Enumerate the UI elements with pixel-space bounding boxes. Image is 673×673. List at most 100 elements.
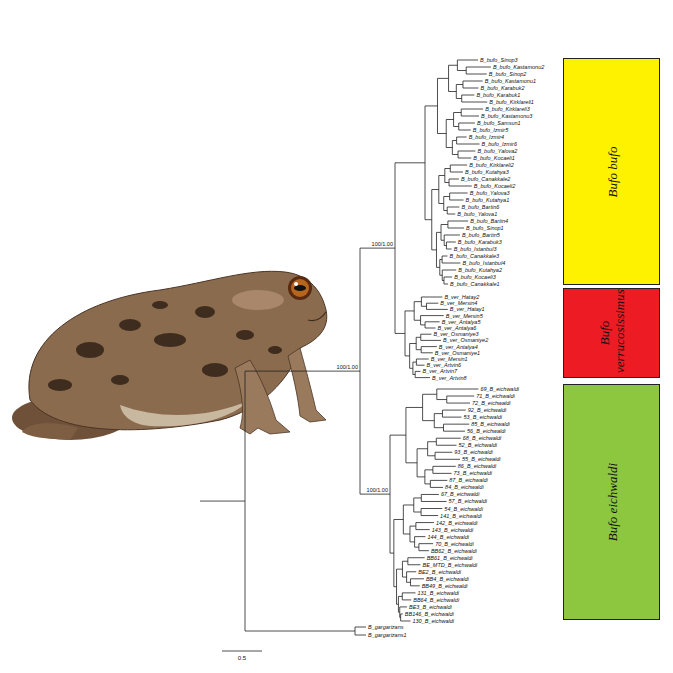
tip-label: B_bufo_Yalova2: [477, 148, 517, 154]
tree-branch: [421, 494, 439, 495]
tip-label: BB49_B_eichwaldi: [422, 583, 468, 589]
toad-part: [236, 330, 254, 340]
tree-branch: [430, 487, 443, 488]
tree-branch: [425, 483, 430, 484]
tree-branch: [433, 466, 456, 467]
tree-branch: [400, 606, 407, 607]
tip-label: B_bufo_Kastamonu3: [481, 113, 532, 119]
tree-branch: [421, 352, 433, 353]
tip-label: B_bufo_Bartin5: [462, 232, 500, 238]
tip-label: B_bufo_Kutahya3: [465, 169, 509, 175]
tip-label: B_ver_Hatay2: [444, 294, 479, 300]
tree-branch: [452, 154, 458, 155]
tree-branch: [414, 320, 420, 321]
tip-label: 84_B_eichwaldi: [445, 484, 484, 490]
tree-branch: [442, 410, 465, 411]
tip-label: B_bufo_Kirklareli1: [489, 99, 534, 105]
tree-branch: [410, 526, 416, 527]
tip-label: 131_B_eichwaldi: [417, 590, 459, 596]
tree-branch: [449, 65, 458, 66]
tip-label: B_bufo_Bartin4: [470, 218, 508, 224]
tip-label: B_bufo_Sinop2: [489, 71, 527, 77]
tree-branch: [398, 596, 402, 597]
tree-branch: [245, 631, 355, 632]
toad-part: [288, 348, 326, 422]
tree-branch: [408, 557, 425, 558]
tree-branch: [407, 582, 411, 583]
tree-branch: [432, 189, 439, 190]
tip-label: B_ver_Artvin6: [427, 362, 462, 368]
tree-branch: [421, 501, 446, 502]
tree-branch: [421, 306, 426, 307]
toad-part: [119, 319, 141, 331]
tree-branch: [405, 355, 410, 356]
tip-label: BB62_B_eichwaldi: [431, 548, 477, 554]
tip-label: B_bufo_Karabuk1: [476, 92, 520, 98]
tree-branch: [450, 165, 467, 166]
tree-branch: [428, 455, 435, 456]
tree-branch: [458, 158, 471, 159]
tree-branch: [403, 533, 410, 534]
tip-label: B_bufo_Istanbul4: [462, 260, 505, 266]
tree-branch: [459, 123, 475, 124]
tip-label: 55_B_eichwaldi: [462, 456, 501, 462]
tip-label: BE2_B_eichwaldi: [418, 569, 461, 575]
tree-branch: [402, 561, 407, 562]
tip-label: 52_B_eichwaldi: [459, 442, 498, 448]
tree-branch: [425, 469, 433, 470]
tree-branch: [444, 235, 460, 236]
tree-branch: [463, 81, 483, 82]
tip-label: BE3_B_eichwaldi: [409, 604, 452, 610]
tree-branch: [437, 133, 446, 134]
tree-branch: [414, 497, 422, 498]
toad-part: [288, 276, 312, 300]
tree-branch: [395, 162, 425, 163]
tree-branch: [410, 541, 415, 542]
tree-branch: [416, 337, 421, 338]
toad-part: [154, 333, 186, 347]
support-value: 100/1.00: [367, 487, 388, 493]
tree-branch: [402, 599, 411, 600]
clade-name: Bufo bufo: [604, 63, 619, 280]
tree-branch: [447, 214, 455, 215]
tree-branch: [458, 151, 475, 152]
tip-label: 141_B_eichwaldi: [440, 513, 482, 519]
clade-band: Bufo bufo: [563, 58, 660, 285]
tip-label: 144_B_eichwaldi: [427, 534, 469, 540]
tip-label: B_bufo_Sinop3: [480, 57, 518, 63]
tip-label: B_bufo_Kutahya2: [458, 267, 502, 273]
tree-branch: [463, 88, 479, 89]
tree-branch: [411, 578, 424, 579]
tree-branch: [421, 324, 425, 325]
tree-branch: [397, 569, 403, 570]
tree-branch: [457, 144, 480, 145]
tip-label: B_ver_Hatay1: [450, 306, 485, 312]
tree-branch: [430, 480, 447, 481]
tree-branch: [395, 333, 405, 334]
tree-branch: [415, 377, 430, 378]
tree-branch: [416, 522, 434, 523]
clade-name: Bufo verrucosissimus: [597, 293, 627, 373]
tip-label: B_bufo_Karabuk2: [481, 85, 525, 91]
tree-branch: [436, 267, 439, 268]
tip-label: 73_B_eichwaldi: [454, 470, 493, 476]
toad-part: [232, 290, 284, 310]
tip-label: 142_B_eichwaldi: [436, 520, 478, 526]
tip-label: B_bufo_Izmir4: [469, 134, 504, 140]
tree-branch: [413, 362, 417, 363]
tree-branch: [425, 219, 432, 220]
tree-branch: [434, 427, 443, 428]
tree-branch: [441, 224, 448, 225]
clade-band: Bufo eichwaldi: [563, 384, 660, 620]
tip-label: B_bufo_Istanbul3: [454, 246, 497, 252]
tree-branch: [417, 448, 428, 449]
tree-branch: [402, 577, 406, 578]
tip-label: B_bufo_Kutahya1: [466, 197, 510, 203]
tip-label: B_ver_Osmaniye2: [443, 337, 488, 343]
tree-branch: [459, 130, 471, 131]
tree-branch: [466, 67, 491, 68]
tree-branch: [400, 614, 401, 621]
tree-branch: [444, 210, 447, 211]
tree-branch: [444, 196, 450, 197]
tree-branch: [394, 586, 397, 587]
